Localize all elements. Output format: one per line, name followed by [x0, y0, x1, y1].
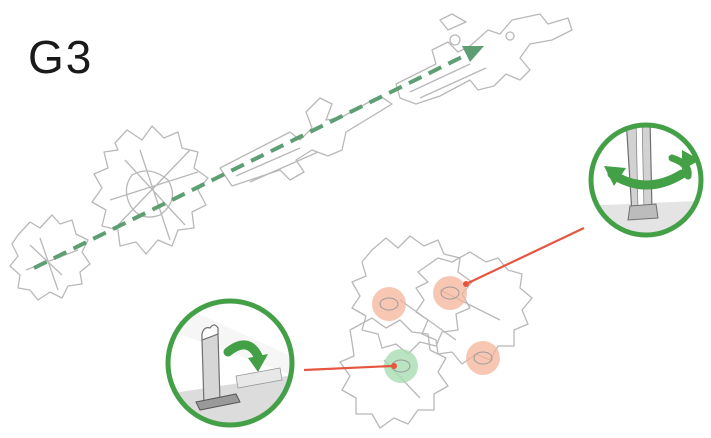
- pin-highlights: [372, 276, 500, 383]
- assembled-gears: [339, 235, 533, 429]
- rotate-arrow-icon: [604, 150, 700, 190]
- pin-ok-highlight: [384, 349, 418, 383]
- bend-callout: [165, 298, 295, 428]
- large-gear-part: [91, 125, 209, 255]
- pin-highlight: [466, 341, 500, 375]
- handle-part: [395, 13, 573, 105]
- assembly-arrow: [33, 46, 484, 270]
- pin-highlight: [372, 287, 406, 321]
- pin-highlight: [433, 276, 467, 310]
- step-label: G3: [28, 31, 94, 83]
- bend-arrow-icon: [223, 340, 268, 372]
- leader-lines: [303, 227, 585, 372]
- small-gear-part: [9, 214, 91, 301]
- crank-part: [219, 95, 393, 187]
- rotate-callout: [588, 122, 704, 238]
- exploded-parts: [9, 13, 573, 301]
